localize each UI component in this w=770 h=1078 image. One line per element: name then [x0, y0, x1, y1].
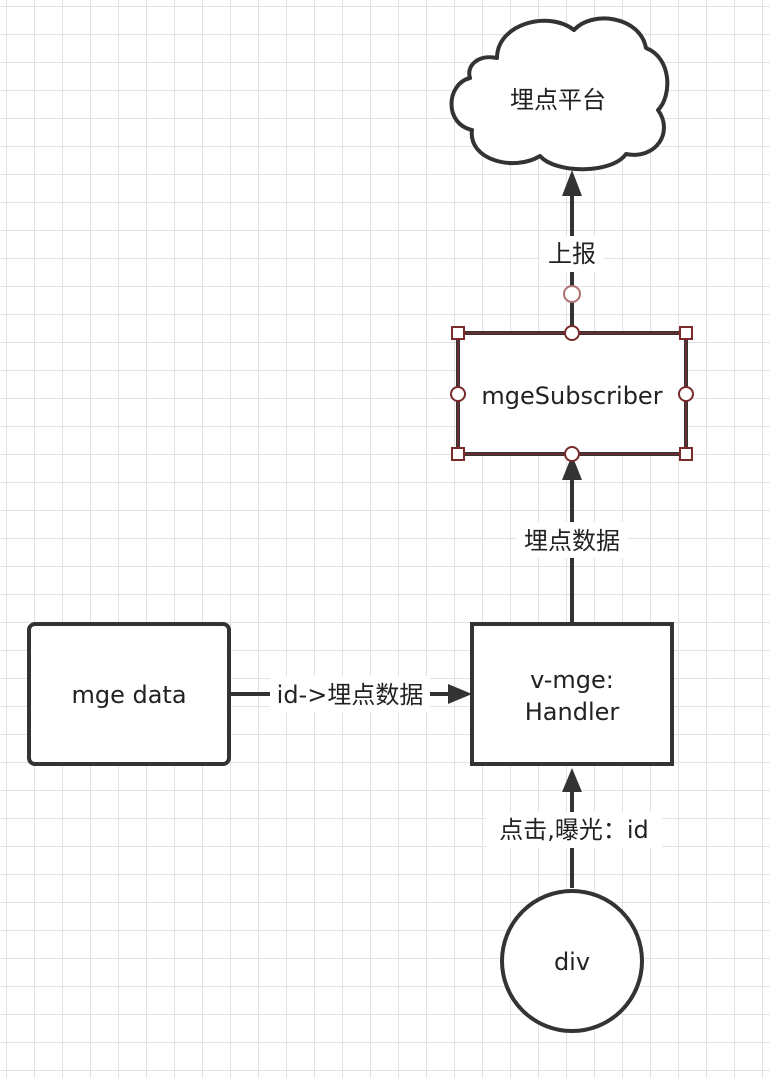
node-mge-data-label: mge data [71, 681, 186, 709]
arrowhead-icon [448, 684, 472, 704]
connection-point-icon[interactable] [678, 386, 694, 402]
resize-handle-icon[interactable] [451, 326, 465, 340]
edge-label-click-expose: 点击,曝光：id [499, 816, 649, 844]
edge-label-bg [516, 522, 628, 558]
node-div[interactable]: div [500, 889, 644, 1033]
edge-label-bg [270, 676, 430, 712]
node-mge-data[interactable]: mge data [27, 622, 231, 766]
node-platform-label: 埋点平台 [510, 86, 606, 114]
resize-handle-icon[interactable] [679, 326, 693, 340]
node-handler-label-line1: v-mge: [530, 666, 614, 694]
edge-tracking-data[interactable]: 埋点数据 [516, 455, 628, 624]
node-div-label: div [554, 948, 590, 976]
edge-report[interactable]: 上报 [540, 170, 604, 333]
edge-label-id-to-data: id->埋点数据 [277, 681, 424, 709]
arrowhead-icon [562, 455, 582, 480]
connection-point-icon[interactable] [563, 285, 581, 303]
edge-label-report: 上报 [548, 240, 596, 268]
edge-label-bg [540, 236, 604, 272]
connection-point-icon[interactable] [450, 386, 466, 402]
node-subscriber-label: mgeSubscriber [481, 382, 662, 410]
edge-click-expose[interactable]: 点击,曝光：id [486, 768, 662, 888]
edge-id-to-data[interactable]: id->埋点数据 [229, 676, 472, 712]
node-platform-cloud[interactable]: 埋点平台 [449, 16, 670, 172]
arrowhead-icon [562, 170, 582, 196]
edge-label-tracking-data: 埋点数据 [524, 527, 620, 555]
node-subscriber[interactable]: mgeSubscriber [450, 325, 694, 462]
arrowhead-icon [562, 768, 582, 792]
resize-handle-icon[interactable] [679, 447, 693, 461]
edge-label-bg [486, 812, 662, 848]
node-handler[interactable]: v-mge: Handler [470, 622, 674, 766]
node-handler-label-line2: Handler [525, 698, 620, 726]
connection-point-icon[interactable] [564, 325, 580, 341]
resize-handle-icon[interactable] [451, 447, 465, 461]
connection-point-icon[interactable] [564, 446, 580, 462]
